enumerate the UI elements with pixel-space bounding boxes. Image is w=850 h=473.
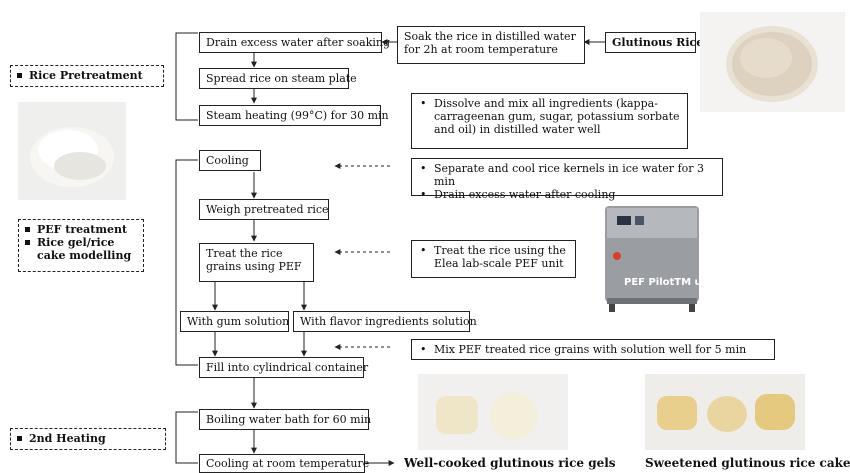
machine-label: PEF PilotTM unit	[624, 277, 718, 288]
note-pef-unit: Treat the rice using the Elea lab-scale …	[411, 240, 576, 278]
note-mix: Mix PEF treated rice grains with solutio…	[411, 339, 775, 360]
note-separate-item: Drain excess water after cooling	[418, 188, 716, 201]
step-flavor-solution: With flavor ingredients solution	[293, 311, 477, 332]
note-separate: Separate and cool rice kernels in ice wa…	[411, 158, 723, 201]
note-separate-item: Separate and cool rice kernels in ice wa…	[418, 162, 716, 188]
step-soak: Soak the rice in distilled water for 2h …	[397, 26, 585, 64]
section-rice-pretreatment: Rice Pretreatment	[10, 65, 164, 87]
step-drain: Drain excess water after soaking	[199, 32, 390, 53]
step-treat-pef: Treat the rice grains using PEF	[199, 243, 314, 282]
glutinous-rice-box: Glutinous Rice	[605, 32, 703, 53]
section-label: PEF treatment	[25, 223, 137, 236]
bracket-heating	[175, 411, 198, 464]
step-gum-solution: With gum solution	[180, 311, 289, 332]
result-cakes: Sweetened glutinous rice cakes	[645, 456, 850, 470]
note-mix-item: Mix PEF treated rice grains with solutio…	[418, 343, 768, 356]
step-weigh: Weigh pretreated rice	[199, 199, 329, 220]
section-label: Rice gel/rice cake modelling	[25, 236, 137, 262]
pef-machine-image	[605, 206, 699, 312]
bracket-pretreatment	[175, 32, 198, 121]
raw-rice-photo	[700, 12, 845, 112]
rice-gels-photo	[418, 374, 568, 450]
step-boiling: Boiling water bath for 60 min	[199, 409, 371, 430]
note-dissolve-item: Dissolve and mix all ingredients (kappa-…	[418, 97, 681, 136]
section-second-heating: 2nd Heating	[10, 428, 166, 450]
steamed-rice-photo	[18, 102, 126, 200]
section-pef-treatment: PEF treatment Rice gel/rice cake modelli…	[18, 219, 144, 272]
step-cooling: Cooling	[199, 150, 261, 171]
step-steam: Steam heating (99°C) for 30 min	[199, 105, 389, 126]
step-cool-room: Cooling at room temperature	[199, 454, 369, 473]
step-fill-container: Fill into cylindrical container	[199, 357, 368, 378]
section-label: 2nd Heating	[17, 432, 159, 445]
bracket-pef	[175, 159, 198, 366]
section-label: Rice Pretreatment	[17, 69, 157, 82]
rice-cakes-photo	[645, 374, 805, 450]
result-gels: Well-cooked glutinous rice gels	[404, 456, 616, 470]
note-dissolve: Dissolve and mix all ingredients (kappa-…	[411, 93, 688, 149]
step-spread: Spread rice on steam plate	[199, 68, 357, 89]
note-pef-item: Treat the rice using the Elea lab-scale …	[418, 244, 569, 270]
